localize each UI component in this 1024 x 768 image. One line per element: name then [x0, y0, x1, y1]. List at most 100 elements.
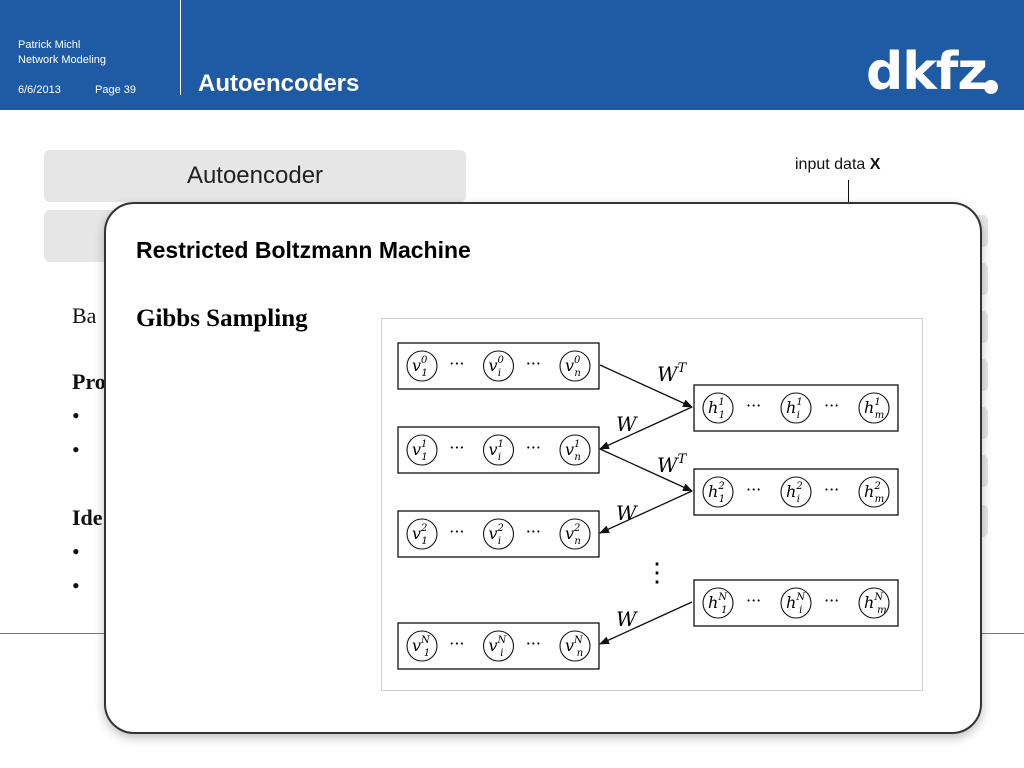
visible-ellipsis: ···	[449, 438, 464, 457]
weight-label-w-2: W	[616, 501, 638, 525]
visible-node	[482, 630, 515, 662]
visible-ellipsis: ···	[449, 354, 464, 373]
footer-line-right	[978, 633, 1024, 634]
author-name: Patrick Michl	[18, 39, 81, 51]
weight-label-wt-1: WT	[657, 361, 688, 386]
visible-node	[406, 518, 438, 550]
bg-text-ba: Ba	[72, 303, 97, 328]
visible-ellipsis: ···	[449, 522, 464, 541]
visible-ellipsis: ···	[526, 634, 541, 653]
bullet-1: •	[72, 403, 80, 428]
visible-node	[406, 350, 438, 382]
visible-node	[559, 434, 591, 466]
hidden-ellipsis: ···	[746, 480, 761, 499]
visible-node	[482, 350, 515, 382]
bullet-3: •	[72, 539, 80, 564]
weight-label-w-3: W	[616, 607, 638, 631]
hidden-node	[858, 476, 890, 508]
visible-ellipsis: ···	[449, 634, 464, 653]
hidden-ellipsis: ···	[824, 591, 839, 610]
hidden-node	[702, 587, 734, 619]
arrow-h2-v2	[599, 490, 693, 534]
hidden-ellipsis: ···	[746, 591, 761, 610]
course-name: Network Modeling	[18, 54, 107, 66]
weight-label-wt-2: WT	[657, 452, 688, 477]
arrow-hN-vN	[599, 601, 693, 645]
popup-title: Restricted Boltzmann Machine	[136, 237, 471, 263]
hidden-node	[858, 392, 890, 424]
arrow-v0-h1	[599, 364, 693, 408]
footer-line-left	[0, 633, 104, 634]
visible-node	[559, 630, 591, 662]
input-data-var: X	[869, 156, 881, 173]
visible-ellipsis: ···	[526, 522, 541, 541]
slide-date: 6/6/2013	[18, 84, 61, 96]
hidden-ellipsis: ···	[824, 396, 839, 415]
visible-ellipsis: ···	[526, 354, 541, 373]
autoencoder-pill: Autoencoder	[44, 150, 466, 202]
vertical-dots: ⋮	[644, 558, 670, 588]
slide-header: Patrick Michl Network Modeling 6/6/2013 …	[0, 0, 1024, 110]
bg-text-pro: Pro	[72, 369, 106, 394]
dkfz-logo: dkfz	[866, 42, 988, 102]
hidden-ellipsis: ···	[824, 480, 839, 499]
visible-node	[559, 350, 591, 382]
visible-node	[406, 434, 438, 466]
logo-dot	[984, 80, 998, 94]
input-data-label: input data X	[795, 156, 880, 174]
bg-text-ide: Ide	[72, 505, 103, 530]
visible-ellipsis: ···	[526, 438, 541, 457]
weight-label-w-1: W	[616, 412, 638, 436]
hidden-ellipsis: ···	[746, 396, 761, 415]
slide-title: Autoencoders	[198, 70, 360, 97]
hidden-node	[780, 587, 812, 619]
visible-node	[482, 518, 515, 550]
input-data-text: input data	[795, 156, 866, 173]
hidden-node	[780, 392, 812, 424]
arrow-v1-h2	[599, 448, 693, 492]
arrow-h1-v1	[599, 406, 693, 450]
bullet-4: •	[72, 573, 80, 598]
rbm-popup: Restricted Boltzmann Machine Gibbs Sampl…	[104, 202, 982, 734]
popup-subtitle: Gibbs Sampling	[136, 305, 308, 332]
page-number: Page 39	[95, 84, 136, 96]
bullet-2: •	[72, 437, 80, 462]
hidden-node	[780, 476, 812, 508]
autoencoder-pill-label: Autoencoder	[186, 162, 324, 189]
visible-node	[482, 434, 515, 466]
visible-node	[559, 518, 591, 550]
hidden-node	[702, 392, 734, 424]
header-divider	[180, 0, 181, 95]
